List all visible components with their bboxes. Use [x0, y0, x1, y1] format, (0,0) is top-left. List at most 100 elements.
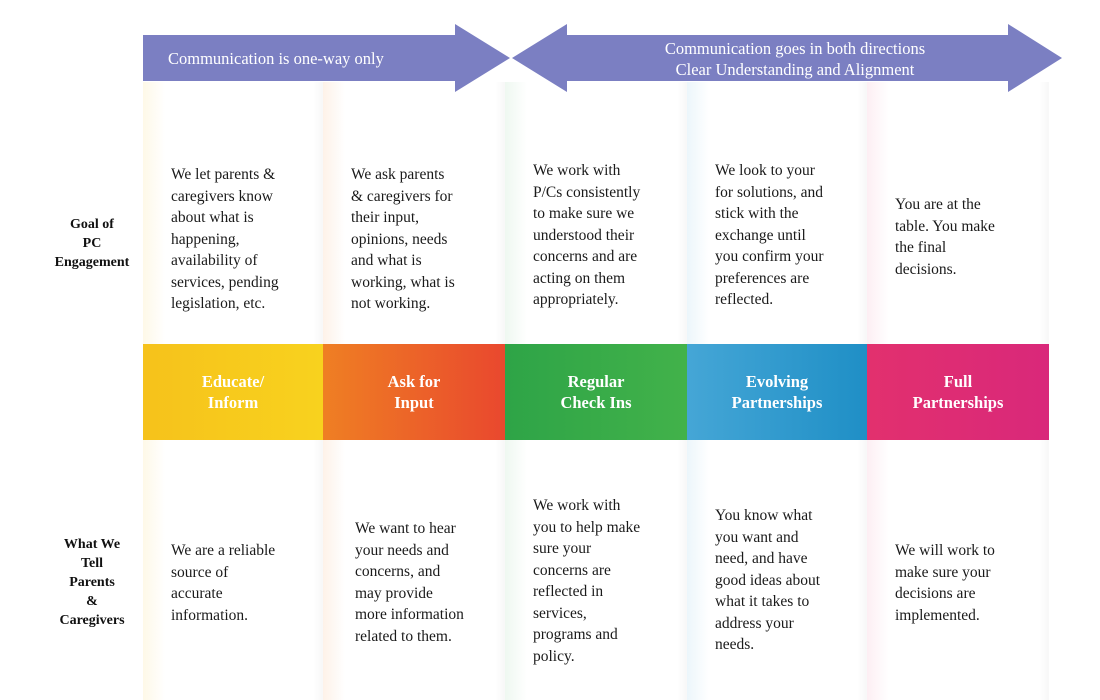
goal-text-line: We work with: [533, 162, 621, 179]
row-label-goal-line: Goal of: [70, 217, 114, 232]
goal-text-line: their input,: [351, 209, 420, 226]
stage-band: [687, 344, 867, 440]
stage-title-line: Regular: [567, 372, 625, 391]
goal-text-line: not working.: [351, 295, 431, 312]
stage-band: [143, 344, 323, 440]
goal-text-line: happening,: [171, 230, 240, 248]
tell-text-line: may provide: [355, 584, 433, 602]
goal-text-line: availability of: [171, 252, 258, 269]
goal-text-line: table. You make: [895, 217, 995, 235]
row-label-tell-line: What We: [63, 537, 121, 552]
stage-title-line: Input: [394, 393, 434, 412]
stage-title-line: Full: [943, 372, 973, 391]
tell-text-line: We work with: [533, 497, 621, 514]
goal-text-line: concerns and are: [533, 248, 638, 265]
tell-text-line: implemented.: [895, 606, 980, 624]
tell-text-line: You know what: [715, 507, 813, 524]
goal-text-line: decisions.: [895, 260, 957, 278]
tell-text-line: We will work to: [895, 542, 995, 559]
stage-title-line: Partnerships: [912, 393, 1004, 412]
one-way-arrow-label: Communication is one-way only: [168, 49, 384, 68]
tell-text-line: needs.: [715, 636, 755, 653]
tell-text-line: sure your: [533, 540, 592, 557]
two-way-arrow: [512, 24, 1062, 92]
tell-text-line: what it takes to: [715, 593, 810, 610]
goal-text-line: reflected.: [715, 291, 774, 308]
goal-text-line: appropriately.: [533, 291, 619, 308]
goal-text-line: & caregivers for: [351, 187, 453, 205]
two-way-arrow-line-2: Clear Understanding and Alignment: [675, 60, 915, 79]
goal-text-line: caregivers know: [171, 187, 273, 205]
row-label-tell-line: Tell: [80, 556, 104, 571]
stage-title-line: Partnerships: [731, 393, 823, 412]
tell-text-line: We want to hear: [355, 520, 456, 537]
tell-text-line: good ideas about: [715, 571, 821, 589]
goal-text-line: opinions, needs: [351, 230, 448, 248]
stage-title-line: Ask for: [387, 372, 441, 391]
goal-text-line: We let parents &: [171, 166, 276, 183]
stage-title-line: Educate/: [201, 372, 265, 391]
row-label-tell: What We Tell Parents & Caregivers: [40, 535, 144, 630]
tell-text-line: more information: [355, 606, 464, 623]
tell-text: You know what you want and need, and have g…: [715, 505, 863, 656]
goal-text: We ask parents & caregivers for their inpu…: [351, 164, 499, 315]
tell-text-line: your needs and: [355, 541, 449, 559]
goal-text-line: services, pending: [171, 273, 279, 291]
goal-text: You are at the table. You make the final de…: [895, 194, 1043, 280]
tell-text-line: make sure your: [895, 563, 991, 581]
row-label-tell-line: &: [86, 594, 98, 609]
goal-text-line: about what is: [171, 209, 254, 226]
stage-band: [323, 344, 505, 440]
one-way-arrow: [143, 24, 510, 92]
tell-text-line: source of: [171, 563, 229, 581]
goal-text-line: the final: [895, 239, 947, 256]
stage-title: Educate/Inform: [143, 344, 323, 440]
tell-text: We will work to make sure your decisions a…: [895, 540, 1045, 626]
goal-text-line: You are at the: [895, 196, 981, 213]
stage-title-line: Evolving: [745, 372, 809, 391]
tell-text: We want to hear your needs and concerns, a…: [355, 518, 505, 647]
tell-text-line: policy.: [533, 647, 575, 665]
goal-text-line: to make sure we: [533, 205, 635, 222]
goal-text-line: We ask parents: [351, 166, 445, 183]
stage-band: [867, 344, 1049, 440]
tell-text-line: concerns, and: [355, 563, 441, 580]
goal-text-line: P/Cs consistently: [533, 183, 641, 201]
row-label-tell-line: Caregivers: [59, 613, 125, 628]
stage-band: [505, 344, 687, 440]
goal-text-line: legislation, etc.: [171, 295, 266, 312]
goal-text-line: understood their: [533, 226, 635, 244]
goal-text-line: acting on them: [533, 269, 626, 287]
tell-text-line: related to them.: [355, 627, 452, 645]
goal-text: We let parents & caregivers know about wha…: [171, 164, 317, 315]
row-label-goal-line: Engagement: [54, 255, 130, 270]
communication-arrows: [143, 24, 1062, 92]
tell-text-line: information.: [171, 606, 249, 624]
goal-text-line: for solutions, and: [715, 183, 824, 201]
tell-text: We work with you to help make sure your con…: [533, 495, 683, 667]
goal-text-line: working, what is: [351, 273, 455, 291]
row-label-tell-line: Parents: [69, 575, 115, 590]
goal-text-line: and what is: [351, 252, 422, 269]
tell-text-line: concerns are: [533, 561, 611, 579]
tell-text-line: accurate: [171, 585, 223, 602]
tell-text-line: reflected in: [533, 583, 604, 600]
tell-text-line: you want and: [715, 528, 799, 546]
goal-text-line: you confirm your: [715, 248, 824, 265]
tell-text-line: need, and have: [715, 550, 808, 567]
tell-text-line: programs and: [533, 626, 618, 643]
two-way-arrow-label: Communication goes in both directions Cl…: [600, 38, 990, 80]
tell-text-line: address your: [715, 614, 794, 632]
tell-text-line: you to help make: [533, 518, 641, 536]
goal-text-line: exchange until: [715, 226, 806, 244]
stage-title-line: Check Ins: [560, 393, 632, 412]
goal-text-line: preferences are: [715, 269, 810, 287]
tell-text-line: decisions are: [895, 585, 976, 602]
